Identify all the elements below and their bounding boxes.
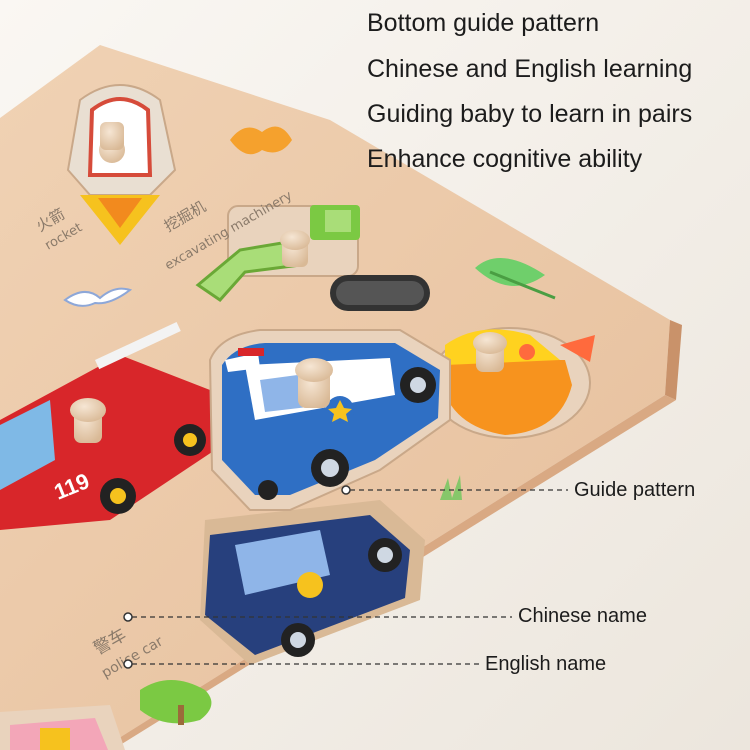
callout-chinese-name: Chinese name	[518, 605, 647, 627]
boat-piece[interactable]	[429, 327, 595, 439]
leaf-decoration	[475, 258, 556, 300]
feature-bottom-guide-pattern: Bottom guide pattern	[367, 9, 600, 37]
feature-cognitive-ability: Enhance cognitive ability	[367, 145, 643, 173]
feature-chinese-english-learning: Chinese and English learning	[367, 55, 693, 83]
bird-decoration	[63, 287, 133, 307]
excavator-piece[interactable]	[195, 205, 430, 311]
rocket-piece[interactable]	[66, 84, 177, 245]
callout-lines	[123, 485, 568, 669]
feature-learn-in-pairs: Guiding baby to learn in pairs	[367, 100, 693, 128]
grass-decoration	[440, 475, 462, 500]
fire-truck-piece[interactable]: 119	[0, 321, 215, 530]
flower-decoration	[230, 126, 292, 155]
police-car-guide-pattern	[200, 500, 425, 665]
partial-vehicle-piece	[0, 705, 125, 750]
bush-decoration	[140, 680, 212, 724]
callout-guide-pattern: Guide pattern	[574, 479, 696, 501]
tree-trunk-decoration	[178, 705, 184, 725]
police-car-piece[interactable]	[208, 329, 451, 511]
callout-english-name: English name	[485, 653, 607, 675]
